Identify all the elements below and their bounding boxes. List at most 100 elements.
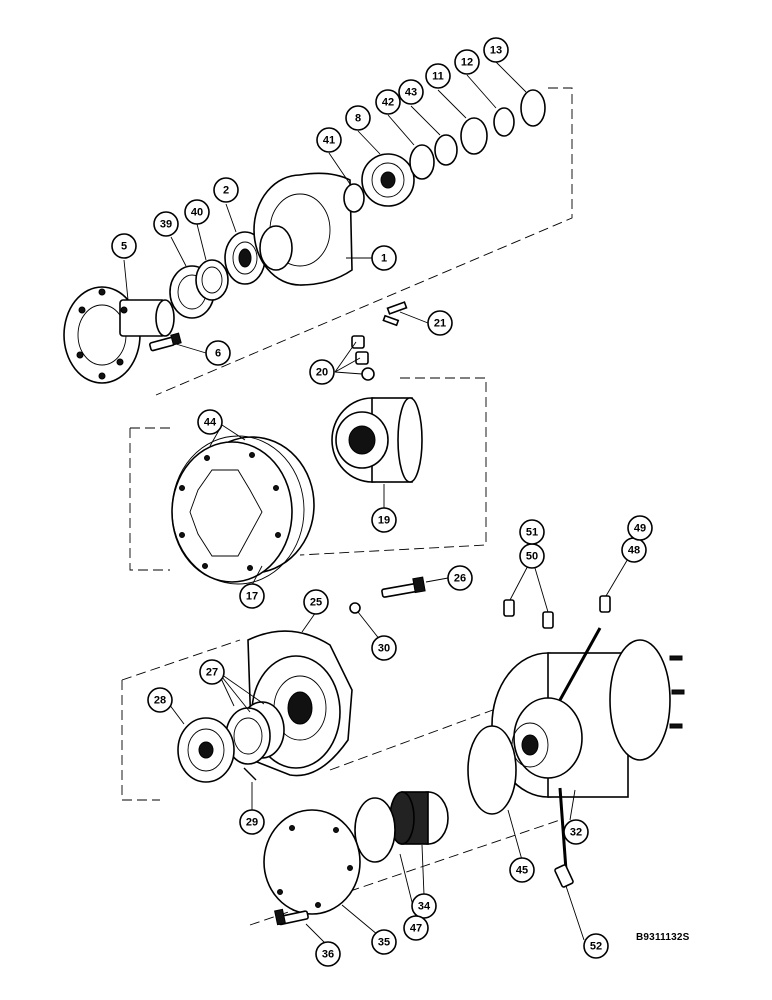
callout-balloon: [483, 37, 509, 63]
callout-balloon: [199, 659, 225, 685]
callout-36: 36: [315, 941, 341, 967]
callout-balloon: [563, 819, 589, 845]
leader-lines: [123, 61, 633, 953]
seals-27: [225, 701, 285, 765]
callout-29: 29: [239, 809, 265, 835]
callout-balloon: [213, 177, 239, 203]
callout-48: 48: [621, 537, 647, 563]
callout-13: 13: [483, 37, 509, 63]
callout-balloon: [197, 409, 223, 435]
callout-11: 11: [425, 63, 451, 89]
ring-gear-44: [171, 436, 315, 583]
callout-balloon: [583, 933, 609, 959]
callout-34: 34: [411, 893, 437, 919]
callout-44: 44: [197, 409, 223, 435]
callout-number: 41: [323, 135, 335, 147]
hub-1: [253, 172, 353, 286]
cap-28: [177, 717, 235, 783]
callout-30: 30: [371, 635, 397, 661]
ring-43: [434, 134, 458, 166]
callout-number: 13: [490, 45, 502, 57]
callout-balloon: [345, 105, 371, 131]
callout-number: 6: [215, 348, 221, 360]
callout-balloon: [239, 583, 265, 609]
callout-balloon: [153, 211, 179, 237]
filter-34: [389, 791, 449, 845]
callout-5: 5: [111, 233, 137, 259]
callout-20: 20: [309, 359, 335, 385]
callout-number: 30: [378, 643, 390, 655]
callout-balloon: [184, 199, 210, 225]
clip-29: [243, 767, 257, 781]
callout-balloon: [371, 635, 397, 661]
callout-balloon: [519, 519, 545, 545]
callout-26: 26: [447, 565, 473, 591]
callout-17: 17: [239, 583, 265, 609]
callout-42: 42: [375, 89, 401, 115]
callout-number: 29: [246, 817, 258, 829]
callout-number: 19: [378, 515, 390, 527]
o-ring-47: [354, 797, 396, 863]
callout-balloon: [454, 49, 480, 75]
callout-balloon: [509, 857, 535, 883]
callout-45: 45: [509, 857, 535, 883]
callout-40: 40: [184, 199, 210, 225]
ring-13: [520, 89, 546, 127]
fitting-52: [554, 864, 574, 888]
bolt-26: [381, 576, 426, 598]
callout-number: 25: [310, 597, 322, 609]
callout-35: 35: [371, 929, 397, 955]
callout-43: 43: [398, 79, 424, 105]
fittings-48-49-50-51: [503, 595, 611, 629]
callout-12: 12: [454, 49, 480, 75]
callout-number: 49: [634, 523, 646, 535]
motor-housing-32: [491, 639, 685, 798]
callout-balloon: [239, 809, 265, 835]
callout-number: 12: [461, 57, 473, 69]
ring-12: [493, 107, 515, 137]
ring-42: [409, 144, 435, 180]
callout-51: 51: [519, 519, 545, 545]
callout-41: 41: [316, 127, 342, 153]
callout-number: 2: [223, 185, 229, 197]
callout-1: 1: [371, 245, 397, 271]
cover-35: [263, 809, 361, 915]
bearing-8: [361, 153, 415, 207]
callout-balloon: [315, 941, 341, 967]
callout-number: 44: [204, 417, 217, 429]
callout-number: 47: [410, 923, 422, 935]
callout-number: 52: [590, 941, 602, 953]
callout-number: 36: [322, 949, 334, 961]
callout-27: 27: [199, 659, 225, 685]
callout-number: 35: [378, 937, 390, 949]
callout-2: 2: [213, 177, 239, 203]
callout-50: 50: [519, 543, 545, 569]
callout-balloon: [316, 127, 342, 153]
drive-flange: [63, 286, 175, 384]
callout-number: 26: [454, 573, 466, 585]
bolt-36: [274, 908, 309, 926]
rotor-19: [331, 397, 423, 483]
pin-21: [382, 301, 408, 327]
callout-52: 52: [583, 933, 609, 959]
washer-30: [349, 602, 361, 614]
callout-number: 43: [405, 87, 417, 99]
callout-balloon: [398, 79, 424, 105]
callout-number: 21: [434, 318, 446, 330]
callout-number: 17: [246, 591, 258, 603]
diagram-reference-id: B9311132S: [636, 932, 690, 943]
callout-number: 28: [154, 695, 166, 707]
callout-49: 49: [627, 515, 653, 541]
callout-number: 5: [121, 241, 127, 253]
callout-balloon: [411, 893, 437, 919]
callout-balloon: [371, 929, 397, 955]
callout-balloon: [403, 915, 429, 941]
callout-number: 11: [432, 71, 444, 83]
callout-balloon: [371, 507, 397, 533]
callout-28: 28: [147, 687, 173, 713]
callout-47: 47: [403, 915, 429, 941]
ring-11: [460, 117, 488, 155]
bolt-6: [149, 332, 182, 352]
callout-39: 39: [153, 211, 179, 237]
